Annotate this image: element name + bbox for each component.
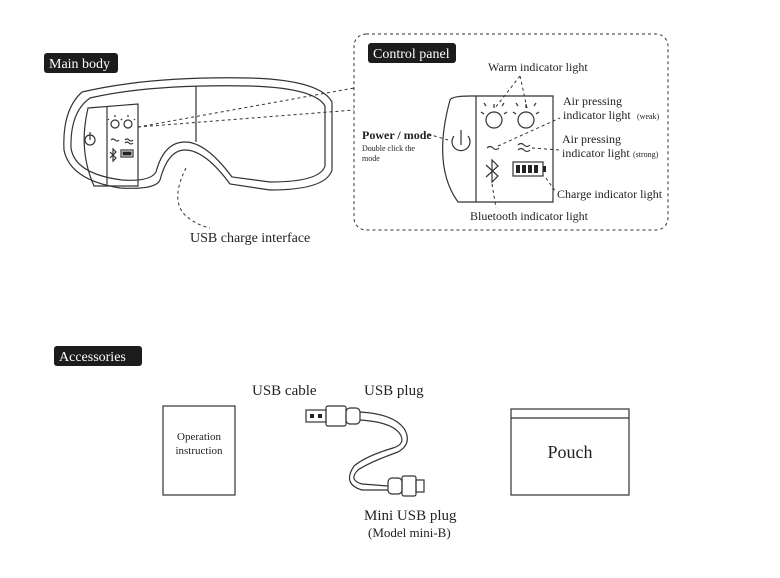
pouch bbox=[510, 408, 630, 496]
main-body-tag-label: Main body bbox=[49, 57, 110, 72]
usb-cable bbox=[305, 405, 425, 497]
air-weak-note: (weak) bbox=[637, 112, 660, 121]
mask-wave-icon-right bbox=[124, 138, 134, 145]
air-strong-note: (strong) bbox=[633, 150, 659, 159]
battery-icon bbox=[512, 161, 546, 177]
power-note-1: Double click the bbox=[362, 144, 415, 153]
warm-sun-icon-right bbox=[512, 102, 540, 129]
warm-sun-icon-left bbox=[480, 102, 508, 129]
mask-wave-icon-left bbox=[110, 138, 120, 142]
control-panel-tag: Control panel bbox=[368, 43, 456, 63]
air-weak-leader bbox=[497, 117, 561, 147]
control-panel-tag-label: Control panel bbox=[373, 47, 450, 62]
bluetooth-label: Bluetooth indicator light bbox=[470, 209, 589, 223]
mini-usb-model: (Model mini-B) bbox=[368, 525, 451, 540]
manual-label-1: Operation bbox=[177, 431, 221, 443]
control-panel-shape bbox=[442, 95, 554, 203]
mask-sun-icon-left bbox=[107, 115, 123, 129]
air-weak-label-1: Air pressing bbox=[563, 94, 622, 108]
eye-mask bbox=[63, 77, 333, 191]
main-body-tag: Main body bbox=[44, 53, 118, 73]
accessories-tag: Accessories bbox=[54, 346, 142, 366]
mask-battery-icon bbox=[120, 149, 134, 158]
charge-leader bbox=[545, 177, 557, 193]
control-panel-box bbox=[353, 33, 669, 231]
air-strong-label-2: indicator light bbox=[562, 146, 630, 160]
air-strong-wave-icon bbox=[517, 142, 531, 153]
usb-plug-label: USB plug bbox=[364, 383, 424, 399]
mask-sun-icon-right bbox=[120, 115, 136, 129]
bluetooth-leader bbox=[491, 183, 497, 209]
air-weak-wave-icon bbox=[486, 145, 500, 151]
accessories-tag-label: Accessories bbox=[59, 350, 126, 365]
power-note-2: mode bbox=[362, 154, 380, 163]
power-label: Power / mode bbox=[362, 128, 432, 142]
air-weak-label-2: indicator light bbox=[563, 108, 631, 122]
air-strong-leader bbox=[531, 147, 561, 151]
warm-light-label: Warm indicator light bbox=[488, 60, 588, 74]
usb-charge-leader bbox=[177, 167, 211, 229]
zoom-leader-bottom bbox=[137, 109, 355, 128]
manual-label-2: instruction bbox=[175, 445, 223, 457]
air-strong-label-1: Air pressing bbox=[562, 132, 621, 146]
bluetooth-icon bbox=[485, 158, 499, 184]
mask-bluetooth-icon bbox=[109, 147, 117, 163]
power-icon[interactable] bbox=[451, 130, 471, 152]
warm-light-leader bbox=[494, 75, 528, 109]
mask-power-icon bbox=[84, 132, 96, 146]
pouch-label: Pouch bbox=[548, 442, 593, 462]
usb-cable-label: USB cable bbox=[252, 383, 317, 399]
mini-usb-label: Mini USB plug bbox=[364, 508, 457, 524]
operation-manual bbox=[162, 405, 236, 496]
usb-charge-label: USB charge interface bbox=[190, 231, 310, 246]
charge-label: Charge indicator light bbox=[557, 187, 663, 201]
zoom-leader-top bbox=[137, 87, 355, 128]
